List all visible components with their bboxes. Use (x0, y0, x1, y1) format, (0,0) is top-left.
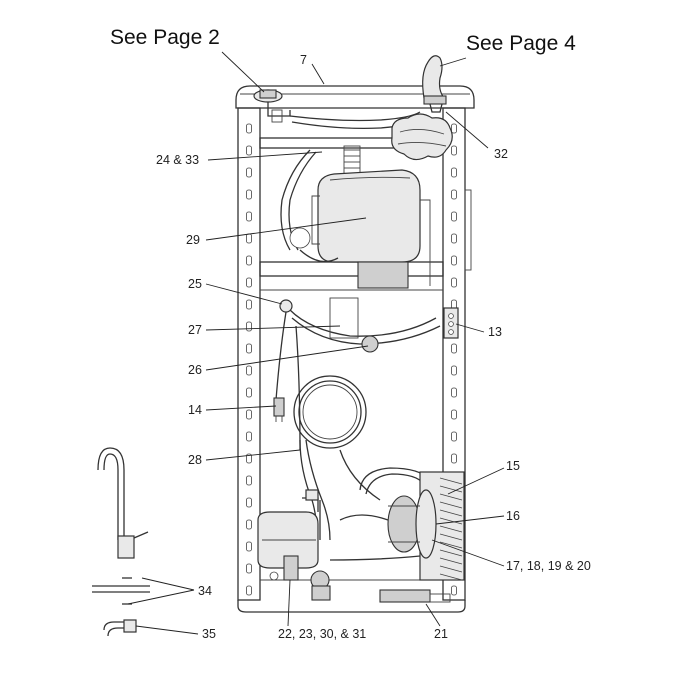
rail-hole (246, 321, 252, 332)
callout-14: 14 (188, 403, 202, 417)
rail-hole (451, 233, 457, 244)
condenser-fin (439, 541, 463, 549)
condenser-fin (439, 525, 463, 533)
condenser-fin (439, 549, 463, 557)
rail-hole (451, 343, 457, 354)
callout-26: 26 (188, 363, 202, 377)
callout-21: 21 (434, 627, 448, 641)
rail-hole (246, 409, 252, 420)
rail-hole (246, 431, 252, 442)
callout-25: 25 (188, 277, 202, 291)
rail-hole (451, 409, 457, 420)
rail-hole (451, 211, 457, 222)
rail-hole (246, 475, 252, 486)
rail-hole (246, 189, 252, 200)
rail-hole (451, 453, 457, 464)
callout-22-23-30-31: 22, 23, 30, & 31 (278, 627, 366, 641)
rail-hole (246, 233, 252, 244)
callout-27: 27 (188, 323, 202, 337)
callout-17-18-19-20: 17, 18, 19 & 20 (506, 559, 591, 573)
bubbler-assembly (422, 55, 447, 113)
leader-lines (127, 51, 505, 635)
condenser-fin (439, 509, 463, 517)
rail-hole (451, 145, 457, 156)
rail-hole (246, 343, 252, 354)
condenser-fin (439, 517, 463, 525)
rail-hole (246, 387, 252, 398)
reference-see-page-2: See Page 2 (110, 26, 220, 49)
rail-hole (246, 277, 252, 288)
rail-hole (451, 277, 457, 288)
callout-15: 15 (506, 459, 520, 473)
coiled-tubing (293, 375, 381, 541)
condenser-fin (439, 477, 463, 485)
callout-24-33: 24 & 33 (156, 153, 199, 167)
condenser-fin (439, 557, 463, 565)
rail-hole (246, 255, 252, 266)
callout-29: 29 (186, 233, 200, 247)
rail-hole (246, 497, 252, 508)
rail-hole (451, 167, 457, 178)
callout-32: 32 (494, 147, 508, 161)
tubing-pieces (92, 577, 150, 605)
gooseneck-faucet (97, 447, 149, 559)
rail-hole (246, 365, 252, 376)
push-button-assembly (253, 89, 291, 123)
rail-hole (246, 167, 252, 178)
rail-hole (246, 541, 252, 552)
callout-13: 13 (488, 325, 502, 339)
rail-hole (451, 387, 457, 398)
callout-7: 7 (300, 53, 307, 67)
condenser-fin (439, 485, 463, 493)
condenser-assembly (329, 467, 465, 581)
callout-34: 34 (198, 584, 212, 598)
upper-tubing (280, 111, 453, 251)
rail-hole (451, 123, 457, 134)
rail-hole (246, 563, 252, 574)
rail-hole (451, 365, 457, 376)
rail-hole (451, 255, 457, 266)
callout-35: 35 (202, 627, 216, 641)
condenser-fin (439, 501, 463, 509)
reservoir-tank (289, 169, 431, 289)
rail-hole (246, 585, 252, 596)
callout-16: 16 (506, 509, 520, 523)
rail-hole (246, 123, 252, 134)
rail-hole (246, 299, 252, 310)
reference-see-page-4: See Page 4 (466, 32, 576, 55)
rail-hole (246, 145, 252, 156)
rail-hole (451, 189, 457, 200)
callout-28: 28 (188, 453, 202, 467)
condenser-fin (439, 565, 463, 573)
fitting (103, 619, 137, 637)
rail-hole (246, 211, 252, 222)
condenser-fin (439, 493, 463, 501)
compressor-assembly (257, 489, 451, 603)
rail-hole (246, 453, 252, 464)
rail-hole (451, 585, 457, 596)
rail-hole (451, 431, 457, 442)
wiring-harness (273, 297, 459, 451)
condenser-fin (439, 533, 463, 541)
condenser-fin (439, 573, 463, 581)
rail-hole (246, 519, 252, 530)
